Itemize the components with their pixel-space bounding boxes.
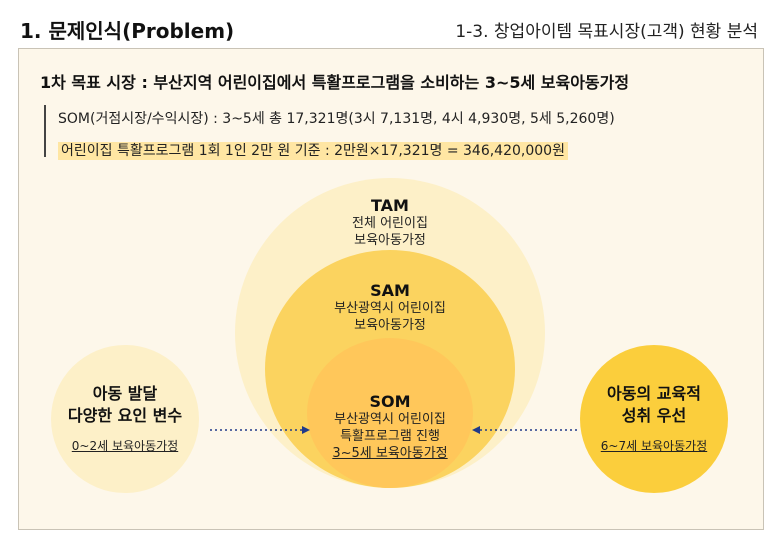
section-title: 1-3. 창업아이템 목표시장(고객) 현황 분석 <box>455 22 758 42</box>
left-arrow <box>210 426 310 434</box>
sam-line2: 보육아동가정 <box>354 318 426 333</box>
sam-label-group: SAM 부산광역시 어린이집 보육아동가정 <box>290 281 490 334</box>
left-label-group: 아동 발달 다양한 요인 변수 0~2세 보육아동가정 <box>25 383 225 454</box>
som-line3: 3~5세 보육아동가정 <box>332 446 448 461</box>
right-line2: 성취 우선 <box>621 406 687 425</box>
right-circle <box>580 345 728 493</box>
price-highlight: 어린이집 특활프로그램 1회 1인 2만 원 기준 : 2만원×17,321명 … <box>58 142 568 160</box>
price-info-line: 어린이집 특활프로그램 1회 1인 2만 원 기준 : 2만원×17,321명 … <box>58 140 568 160</box>
tam-line2: 보육아동가정 <box>354 233 426 248</box>
som-info-line: SOM(거점시장/수익시장) : 3~5세 총 17,321명(3시 7,131… <box>58 111 615 127</box>
tam-title: TAM <box>371 196 409 215</box>
left-sub: 0~2세 보육아동가정 <box>71 439 179 453</box>
headline: 1차 목표 시장 : 부산지역 어린이집에서 특활프로그램을 소비하는 3~5세… <box>40 73 630 92</box>
tam-label-group: TAM 전체 어린이집 보육아동가정 <box>290 196 490 249</box>
page-title: 1. 문제인식(Problem) <box>20 19 235 43</box>
som-circle <box>307 338 473 488</box>
sam-title: SAM <box>370 281 410 300</box>
right-label-group: 아동의 교육적 성취 우선 6~7세 보육아동가정 <box>554 383 754 454</box>
info-bar-divider <box>44 105 46 157</box>
left-circle <box>51 345 199 493</box>
som-label-group: SOM 부산광역시 어린이집 특활프로그램 진행 3~5세 보육아동가정 <box>290 392 490 462</box>
tam-line1: 전체 어린이집 <box>352 216 428 231</box>
som-title: SOM <box>369 392 411 411</box>
right-sub: 6~7세 보육아동가정 <box>600 439 708 453</box>
left-line2: 다양한 요인 변수 <box>67 406 183 425</box>
left-line1: 아동 발달 <box>92 384 158 403</box>
som-line2: 특활프로그램 진행 <box>340 429 440 444</box>
sam-line1: 부산광역시 어린이집 <box>334 301 446 316</box>
som-line1: 부산광역시 어린이집 <box>334 412 446 427</box>
right-line1: 아동의 교육적 <box>607 384 701 403</box>
right-arrow <box>472 426 580 434</box>
